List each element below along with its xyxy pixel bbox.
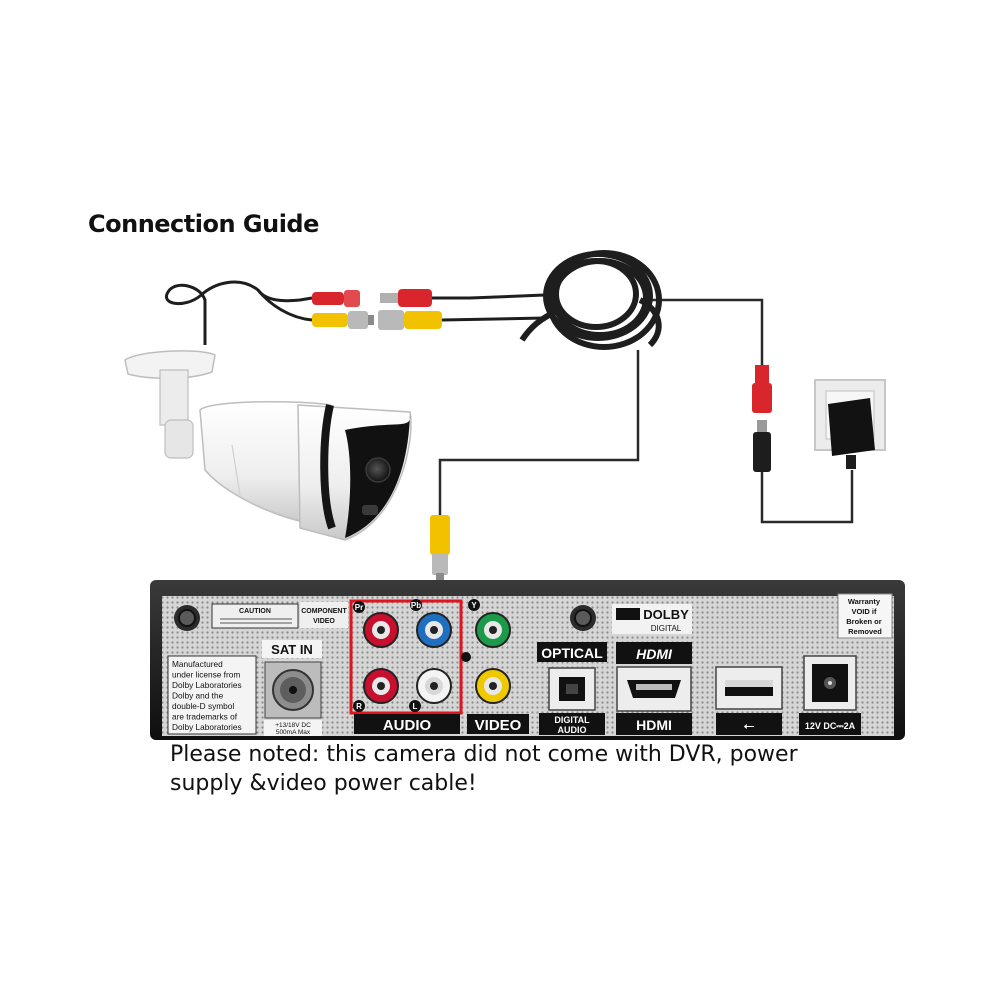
video-label: VIDEO [475,717,522,734]
power-adapter [814,379,886,469]
sat-rating-line1: +13/18V DC [275,722,311,729]
digital-audio-line1: DIGITAL [554,715,590,725]
inline-dc-plugs [752,365,772,472]
dolby-digital-text: DIGITAL [651,624,682,633]
dolby-license-text: Manufactured under license from Dolby La… [167,655,257,735]
label-l: L [413,702,418,711]
disclaimer-line-1: Please noted: this camera did not come w… [170,742,798,767]
page-title: Connection Guide [88,210,319,238]
camera-dc-plug [312,290,360,307]
extension-bnc-plug [378,310,546,330]
sat-in-label: SAT IN [271,642,313,657]
usb-port: ⭠ [715,666,783,735]
dvr-rear-panel: CAUTION COMPONENT VIDEO Manufactured und… [150,580,905,740]
hdmi-logo: HDMI [636,646,673,662]
svg-text:Warranty VOID if: Warranty VOID if Broken or Removed [846,597,884,636]
video-cable-line [438,350,640,520]
bullet-camera [124,350,412,541]
license-line-4: Dolby and the [172,691,224,701]
jack-pb [416,612,452,648]
hdmi-port: HDMI HDMI [616,642,692,735]
digital-audio-line2: AUDIO [558,725,587,735]
audio-label: AUDIO [383,717,432,734]
caution-text: CAUTION [239,608,271,615]
hdmi-label: HDMI [636,717,672,733]
dolby-text: DOLBY [643,607,689,622]
warranty-line-1: Warranty [848,597,881,606]
label-y: Y [471,601,477,610]
camera-pigtail [165,280,313,345]
power-cable-line [652,298,764,365]
jack-y [475,612,511,648]
component-video-label: COMPONENT VIDEO [300,602,348,628]
license-line-6: are trademarks of [172,712,238,722]
dc-power-port: 12V DC⎓2A [799,655,861,735]
mounting-screw-mid [570,605,596,631]
license-line-1: Manufactured [172,659,223,669]
label-r: R [356,702,362,711]
jack-pr [363,612,399,648]
dolby-logo: DOLBY DIGITAL [612,604,692,634]
optical-port: OPTICAL DIGITAL AUDIO [537,642,607,735]
license-line-3: Dolby Laboratories [172,680,242,690]
camera-lens [365,457,391,483]
warranty-sticker: Warranty VOID if Broken or Removed [837,593,893,639]
label-pr: Pr [355,603,363,612]
dvr-bnc-connector [430,515,450,583]
disclaimer-line-2: supply &video power cable! [170,771,477,796]
component-video-line2: VIDEO [313,618,335,625]
component-video-line1: COMPONENT [301,608,347,615]
license-line-7: Dolby Laboratories [172,722,242,732]
jack-video [475,668,511,704]
wiring-lines [438,298,854,524]
jack-audio-r [363,668,399,704]
jack-audio-l [416,668,452,704]
caution-label: CAUTION [211,603,299,629]
sat-in-port: SAT IN +13/18V DC 500mA Max [262,640,322,736]
warranty-line-2: VOID if [851,607,877,616]
disclaimer-note: Please noted: this camera did not come w… [170,740,930,798]
adapter-cable-line [760,470,854,524]
mounting-screw-left [174,605,200,631]
license-line-5: double-D symbol [172,701,234,711]
optical-label: OPTICAL [541,645,603,661]
warranty-line-3: Broken or [846,617,882,626]
license-line-2: under license from [172,670,240,680]
label-pb: Pb [411,601,421,610]
power-rating-label: 12V DC⎓2A [805,721,856,731]
warranty-line-4: Removed [848,627,882,636]
usb-symbol: ⭠ [743,718,754,734]
extension-dc-plug [380,289,546,307]
svg-text:Manufactured under lic: Manufactured under license from Dolby La… [172,659,244,732]
sat-rating-line2: 500mA Max [276,729,311,736]
camera-bnc-plug [312,311,374,329]
cable-coil [519,250,662,350]
